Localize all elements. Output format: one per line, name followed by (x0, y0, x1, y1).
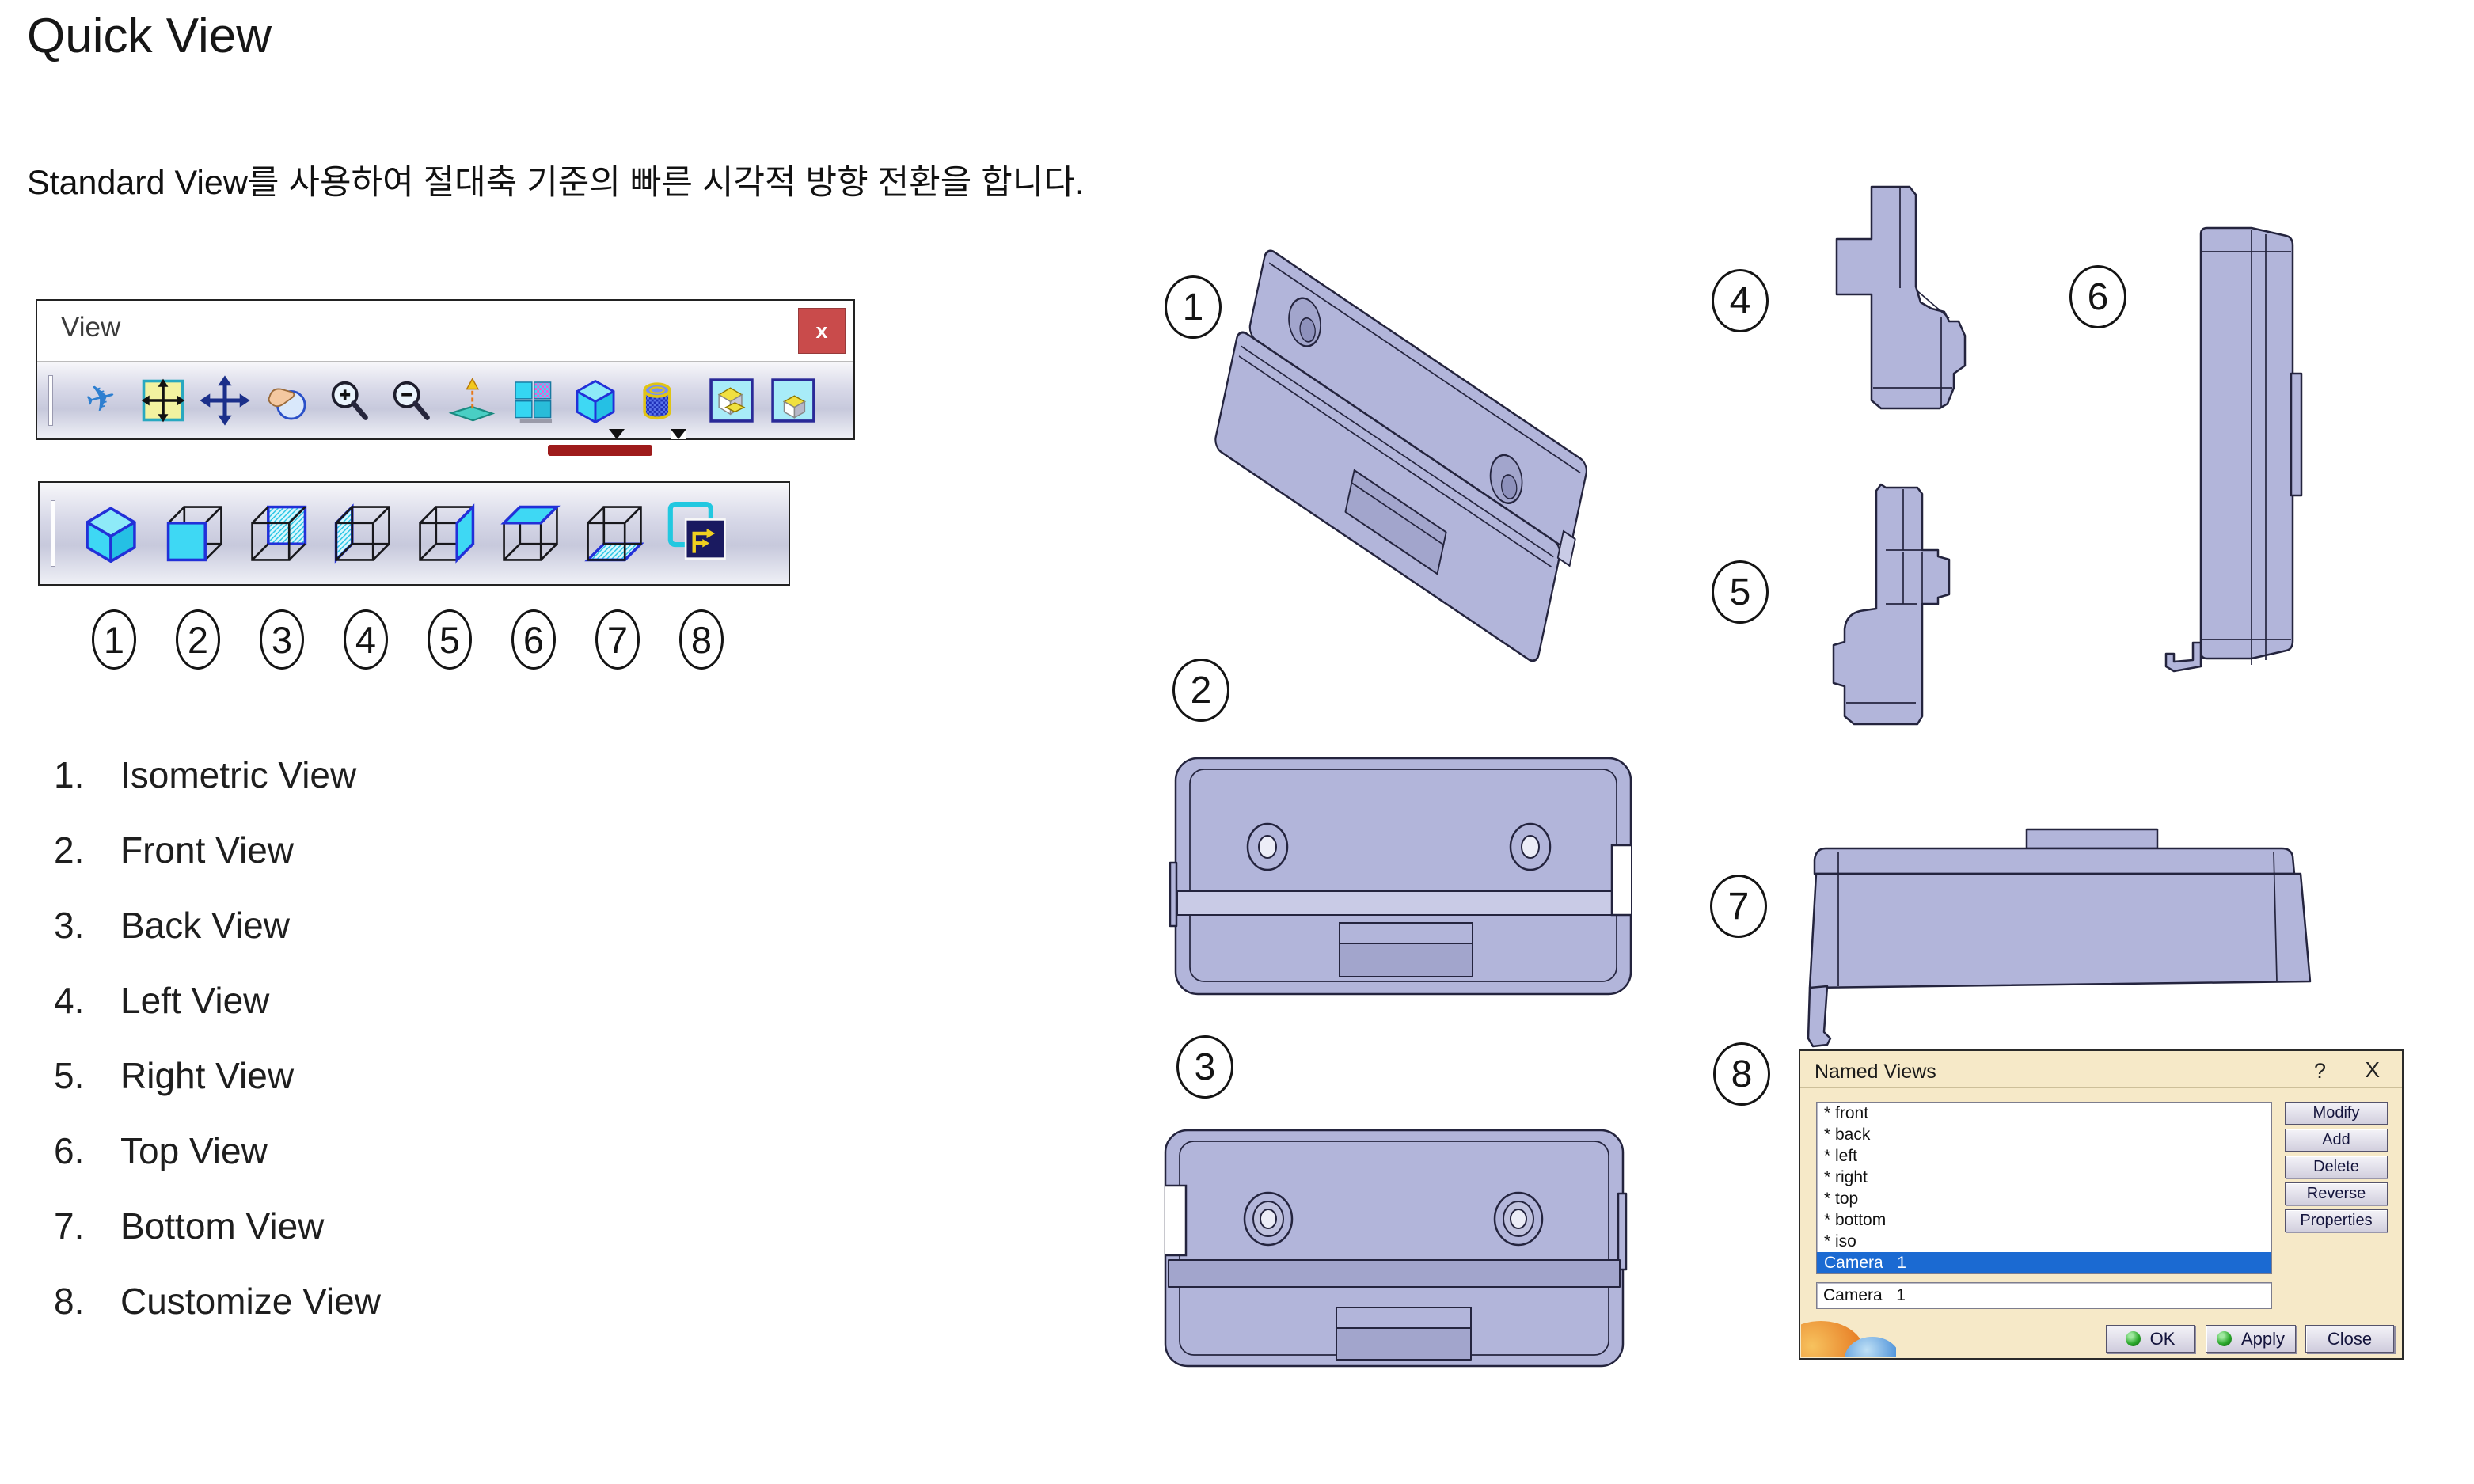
back-view-icon[interactable] (241, 492, 317, 575)
figure-label-6: 6 (2069, 265, 2126, 328)
close-button[interactable]: x (798, 308, 846, 354)
cad-view-6-top (2164, 226, 2303, 673)
legend-item: 3.Back View (54, 905, 290, 946)
callout-4: 4 (344, 609, 388, 670)
isometric-view-icon[interactable] (73, 492, 149, 575)
page-title: Quick View (27, 9, 272, 63)
legend-item: 1.Isometric View (54, 754, 357, 795)
figure-label-1: 1 (1165, 275, 1222, 339)
view-toolbar-window: View x ✈ (36, 299, 855, 440)
callout-2: 2 (176, 609, 220, 670)
callout-7: 7 (595, 609, 640, 670)
cad-view-7-bottom (1807, 828, 2312, 1048)
chevron-down-icon[interactable] (609, 428, 625, 439)
cad-view-5-right (1832, 483, 1951, 726)
properties-button[interactable]: Properties (2285, 1209, 2388, 1232)
ok-status-icon (2125, 1331, 2141, 1346)
named-views-dialog: Named Views ? X * front * back * left * … (1799, 1049, 2404, 1360)
figure-label-5: 5 (1712, 560, 1769, 624)
cad-view-1-isometric (1214, 249, 1587, 662)
figure-label-4: 4 (1712, 269, 1769, 332)
legend-item: 8.Customize View (54, 1281, 381, 1322)
ok-button[interactable]: OK (2106, 1325, 2195, 1353)
page-subtitle: Standard View를 사용하여 절대축 기준의 빠른 시각적 방향 전환… (27, 164, 1085, 202)
right-view-icon[interactable] (409, 492, 485, 575)
callout-5: 5 (428, 609, 472, 670)
zoom-out-icon[interactable] (381, 366, 439, 435)
named-view-item[interactable]: * left (1824, 1147, 1858, 1165)
zoom-in-icon[interactable] (319, 366, 378, 435)
front-view-icon[interactable] (157, 492, 233, 575)
callout-3: 3 (260, 609, 304, 670)
dialog-title: Named Views (1815, 1061, 1936, 1083)
toolbar-grip[interactable] (48, 374, 53, 426)
apply-status-icon (2216, 1331, 2232, 1346)
apply-button[interactable]: Apply (2206, 1325, 2296, 1353)
legend-item: 7.Bottom View (54, 1205, 325, 1247)
named-view-item[interactable]: * top (1824, 1190, 1859, 1208)
titlebar-separator (1800, 1087, 2402, 1088)
view-toolbar-title: View (61, 312, 121, 343)
modify-button[interactable]: Modify (2285, 1102, 2388, 1125)
named-view-item[interactable]: * iso (1824, 1232, 1856, 1251)
customize-view-icon[interactable] (660, 492, 736, 575)
red-underline-annotation (548, 445, 652, 456)
named-views-list[interactable]: * front * back * left * right * top * bo… (1816, 1102, 2272, 1274)
callout-6: 6 (511, 609, 556, 670)
view-toolbar-body: ✈ (37, 361, 853, 439)
legend-list: 1.Isometric View 2.Front View 3.Back Vie… (54, 753, 381, 1323)
figure-label-7: 7 (1710, 875, 1767, 938)
fly-mode-icon[interactable]: ✈ (72, 366, 131, 435)
legend-item: 5.Right View (54, 1055, 295, 1096)
cad-view-2-front (1169, 757, 1632, 996)
quick-view-toolbar (38, 481, 790, 586)
add-button[interactable]: Add (2285, 1129, 2388, 1152)
isometric-view-icon[interactable] (566, 366, 625, 439)
named-view-item-selected[interactable]: Camera 1 (1817, 1252, 2271, 1273)
render-style-icon[interactable] (702, 366, 761, 435)
delete-button[interactable]: Delete (2285, 1156, 2388, 1178)
close-button[interactable]: Close (2305, 1325, 2394, 1353)
chevron-down-icon[interactable] (671, 428, 686, 439)
bottom-view-icon[interactable] (576, 492, 652, 575)
view-name-input[interactable] (1816, 1282, 2272, 1309)
close-icon[interactable]: X (2365, 1057, 2380, 1082)
shading-with-edges-icon[interactable] (764, 366, 823, 435)
legend-item: 2.Front View (54, 829, 295, 871)
dialog-corner-artwork (1801, 1321, 1896, 1357)
left-view-icon[interactable] (325, 492, 401, 575)
figure-label-3: 3 (1176, 1035, 1233, 1099)
top-view-icon[interactable] (492, 492, 568, 575)
fit-all-in-icon[interactable] (134, 366, 192, 435)
cad-view-4-left (1835, 185, 1967, 410)
normal-view-icon[interactable] (443, 366, 501, 435)
named-view-item[interactable]: * front (1824, 1104, 1869, 1122)
reverse-button[interactable]: Reverse (2285, 1182, 2388, 1205)
callout-8: 8 (679, 609, 724, 670)
close-icon: x (815, 318, 828, 343)
cad-view-3-back (1164, 1129, 1628, 1368)
help-icon[interactable]: ? (2313, 1059, 2326, 1083)
callout-1: 1 (92, 609, 136, 670)
multi-view-icon[interactable] (504, 366, 563, 435)
pan-icon[interactable] (196, 366, 254, 435)
legend-item: 4.Left View (54, 980, 270, 1021)
toolbar-grip[interactable] (51, 500, 55, 567)
figure-label-8: 8 (1713, 1042, 1770, 1106)
rotate-icon[interactable] (257, 366, 316, 435)
named-view-item[interactable]: * right (1824, 1168, 1868, 1186)
named-views-icon[interactable] (628, 366, 686, 439)
named-view-item[interactable]: * back (1824, 1125, 1871, 1144)
svg-text:✈: ✈ (81, 374, 121, 423)
view-toolbar-titlebar[interactable]: View x (37, 301, 853, 362)
figure-label-2: 2 (1172, 659, 1229, 722)
named-view-item[interactable]: * bottom (1824, 1211, 1887, 1229)
legend-item: 6.Top View (54, 1130, 268, 1171)
